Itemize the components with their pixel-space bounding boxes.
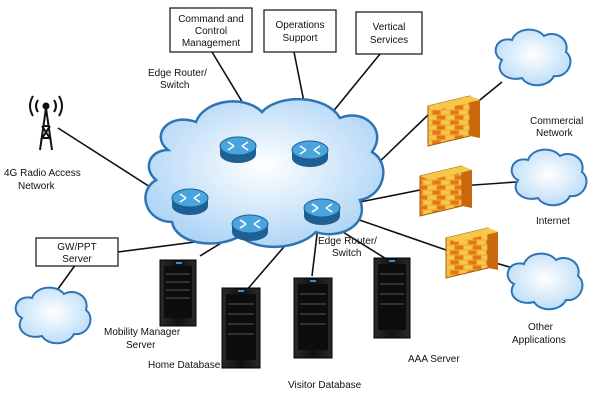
internet-cloud [510,148,588,207]
visitor-db-label: Visitor Database [288,380,362,391]
operations-box: Operations Support [263,9,337,53]
cloud-icon [506,252,584,311]
command-control-label-2: Control [195,26,227,37]
other-label-2: Applications [512,335,566,346]
mobility-label-2: Server [126,340,156,351]
home-db-label: Home Database [148,360,221,371]
cloud-icon [510,148,588,207]
vertical-label-1: Vertical [373,22,406,33]
commercial-label-2: Network [536,128,574,139]
router-icon [171,188,209,215]
gw-ppt-label-1: GW/PPT [57,242,96,253]
operations-label-1: Operations [276,20,325,31]
router-group [171,136,341,241]
aaa-label: AAA Server [408,354,460,365]
command-control-label-3: Management [182,38,241,49]
vertical-label-2: Services [370,35,408,46]
router-icon [291,140,329,167]
router-icon [231,214,269,241]
firewall-icon [445,227,498,279]
server-icon [373,257,411,339]
other-label-1: Other [528,322,554,333]
internet-label: Internet [536,216,570,227]
server-icon [293,277,333,359]
line-other [344,214,447,251]
operations-label-2: Support [282,33,317,44]
command-control-box: Command and Control Management [169,7,253,53]
mobility-label-1: Mobility Manager [104,327,181,338]
other-apps-cloud [506,252,584,311]
edge-router-top-label-2: Switch [160,80,189,91]
commercial-cloud [494,28,572,87]
firewall-icon [427,95,480,147]
router-icon [219,136,257,163]
commercial-label-1: Commercial [530,116,583,127]
gw-ppt-box: GW/PPT Server [35,237,119,267]
gw-cloud [14,286,92,345]
edge-router-bottom-label-1: Edge Router/ [318,236,377,247]
cloud-icon [14,286,92,345]
cloud-icon [494,28,572,87]
router-icon [303,198,341,225]
command-control-label-1: Command and [178,14,244,25]
vertical-services-box: Vertical Services [355,11,423,55]
line-radio-access [57,127,159,193]
server-icon [159,259,197,327]
server-icon [221,287,261,369]
edge-router-top-label-1: Edge Router/ [148,68,207,79]
radio-access-label-1: 4G Radio Access [4,168,81,179]
radio-access-label-2: Network [18,181,56,192]
cell-tower-icon [29,95,63,151]
edge-router-bottom-label-2: Switch [332,248,361,259]
line-visitor-db [311,225,319,277]
firewall-icon [419,165,472,217]
gw-ppt-label-2: Server [62,254,92,265]
